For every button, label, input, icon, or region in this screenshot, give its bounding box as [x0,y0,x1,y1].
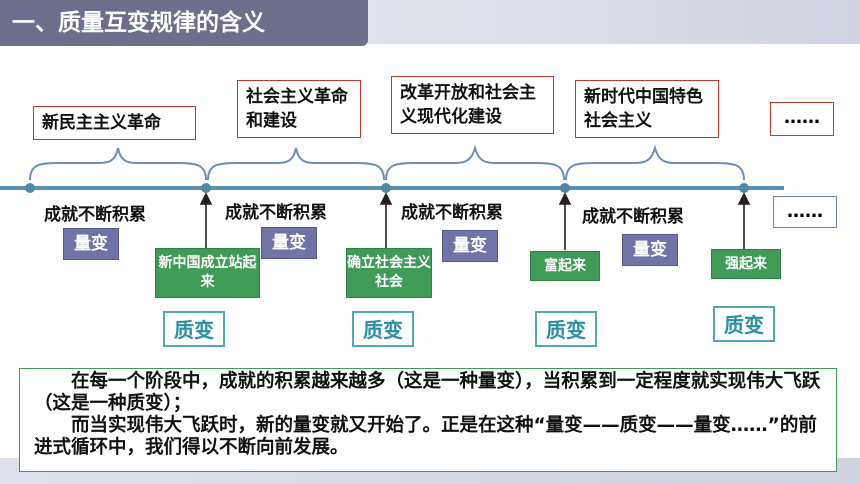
accumulation-label-4: 成就不断积累 [582,207,684,227]
summary-line-1: 在每一个阶段中，成就的积累越来越多（这是一种量变），当积累到一定程度就实现伟大飞… [34,371,821,414]
quantitative-change-3: 量变 [442,230,498,262]
stage-box-2: 社会主义革命和建设 [237,80,361,138]
more-box: …… [773,196,837,228]
timeline-node-3 [381,183,391,193]
qualitative-change-3: 质变 [535,311,597,347]
page-title: 一、质量互变规律的含义 [0,0,368,46]
timeline-node-2 [201,183,211,193]
stage-box-3: 改革开放和社会主义现代化建设 [391,76,554,134]
timeline-node-4 [560,183,570,193]
timeline-diagram [0,144,784,250]
stage-brace-3 [385,144,565,181]
timeline-node-1 [25,183,35,193]
stage-brace-1 [29,147,207,181]
stage-brace-2 [207,147,385,181]
quantitative-change-1: 量变 [63,228,119,260]
accumulation-label-3: 成就不断积累 [401,203,503,223]
qualitative-change-2: 质变 [352,311,414,347]
quantitative-change-4: 量变 [622,234,678,266]
stage-box-1: 新民主主义革命 [33,106,196,140]
accumulation-label-2: 成就不断积累 [225,203,327,223]
event-box-1: 新中国成立站起来 [155,248,260,298]
stage-box-4: 新时代中国特色社会主义 [575,80,719,138]
qualitative-change-1: 质变 [163,311,225,347]
summary-box: 在每一个阶段中，成就的积累越来越多（这是一种量变），当积累到一定程度就实现伟大飞… [19,368,837,472]
event-box-4: 强起来 [711,249,781,279]
timeline-node-5 [739,183,749,193]
stage-box-more: …… [770,102,834,136]
summary-line-2: 而当实现伟大飞跃时，新的量变就又开始了。正是在这种“量变——质变——量变……”的… [34,415,817,458]
stage-brace-4 [565,144,745,181]
event-box-2: 确立社会主义社会 [346,248,432,298]
event-box-3: 富起来 [530,251,600,281]
quantitative-change-2: 量变 [261,227,317,259]
qualitative-change-4: 质变 [713,306,775,342]
accumulation-label-1: 成就不断积累 [44,205,146,225]
